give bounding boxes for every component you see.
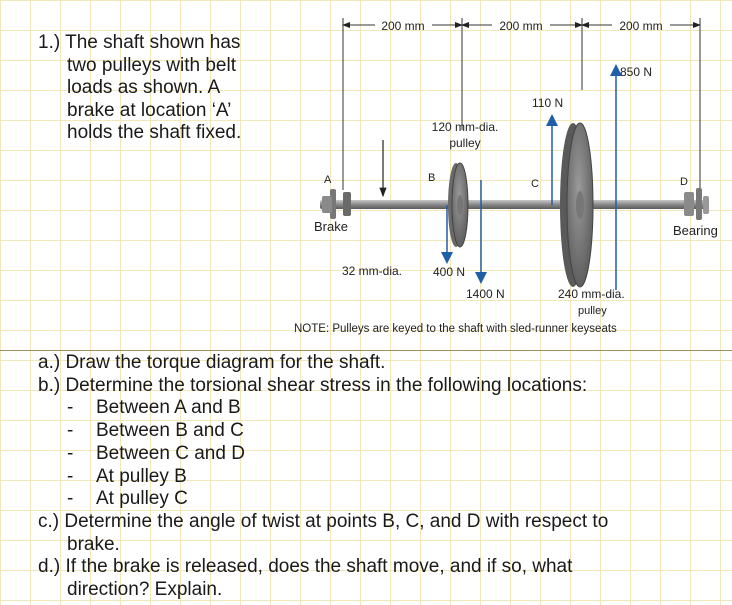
pulley-b-label-2: pulley: [449, 136, 480, 150]
intro-line-5: holds the shaft fixed.: [67, 122, 242, 143]
pulley-c-label-2: pulley: [578, 305, 607, 317]
point-b-label: B: [428, 172, 435, 184]
question-b: b.) Determine the torsional shear stress…: [38, 374, 588, 396]
question-b-item-text: Between B and C: [96, 420, 244, 442]
force-110-label: 110 N: [532, 96, 563, 110]
pulley-b: [448, 162, 469, 248]
dim-bc-label: 200 mm: [499, 19, 542, 33]
point-d-label: D: [680, 176, 688, 188]
intro-line-2: two pulleys with belt: [67, 54, 236, 76]
bearing-d: [684, 188, 709, 220]
question-b-item: -Between A and B: [67, 397, 241, 419]
point-c-label: C: [531, 178, 539, 190]
note-text: NOTE: Pulleys are keyed to the shaft wit…: [294, 323, 617, 335]
brake-label: Brake: [314, 219, 348, 234]
shaft-diagram: 200 mm 200 mm 200 mm A Brake B 120 mm-di…: [294, 18, 718, 335]
question-b-item-text: At pulley C: [96, 488, 188, 510]
force-1400-label: 1400 N: [466, 287, 505, 301]
dim-cd-label: 200 mm: [619, 19, 662, 33]
question-b-item-text: Between C and D: [96, 442, 245, 464]
question-d-line-2: direction? Explain.: [67, 579, 223, 601]
question-b-item-text: At pulley B: [96, 465, 187, 487]
question-b-item: -At pulley C: [67, 488, 188, 510]
brake-a: [322, 189, 351, 219]
shaft: [320, 200, 708, 209]
dimension-lines: [342, 18, 701, 190]
section-divider: [0, 350, 732, 351]
question-b-item: -Between B and C: [67, 420, 244, 442]
bearing-label: Bearing: [673, 223, 718, 238]
pulley-b-label-1: 120 mm-dia.: [432, 120, 499, 134]
force-850-label: 850 N: [620, 65, 652, 79]
question-b-item-text: Between A and B: [96, 397, 241, 419]
dim-ab-label: 200 mm: [381, 19, 424, 33]
intro-line-4: brake at location ‘A’: [67, 99, 232, 121]
pulley-c-label-1: 240 mm-dia.: [558, 287, 625, 301]
questions: a.) Draw the torque diagram for the shaf…: [38, 352, 718, 602]
question-b-item: -At pulley B: [67, 465, 187, 487]
question-d-line-1: d.) If the brake is released, does the s…: [38, 556, 573, 578]
force-400-label: 400 N: [433, 265, 465, 279]
intro-line-3: loads as shown. A: [67, 77, 221, 98]
pulley-c: [560, 122, 594, 288]
question-a: a.) Draw the torque diagram for the shaf…: [38, 352, 386, 373]
question-b-item: -Between C and D: [67, 442, 245, 464]
point-a-label: A: [324, 174, 332, 186]
problem-intro: 1.) The shaft shown has two pulleys with…: [38, 32, 288, 145]
shaft-dia-label: 32 mm-dia.: [342, 264, 402, 278]
question-c-line-1: c.) Determine the angle of twist at poin…: [38, 510, 609, 532]
question-c-line-2: brake.: [67, 533, 120, 555]
intro-line-1: 1.) The shaft shown has: [38, 32, 241, 53]
